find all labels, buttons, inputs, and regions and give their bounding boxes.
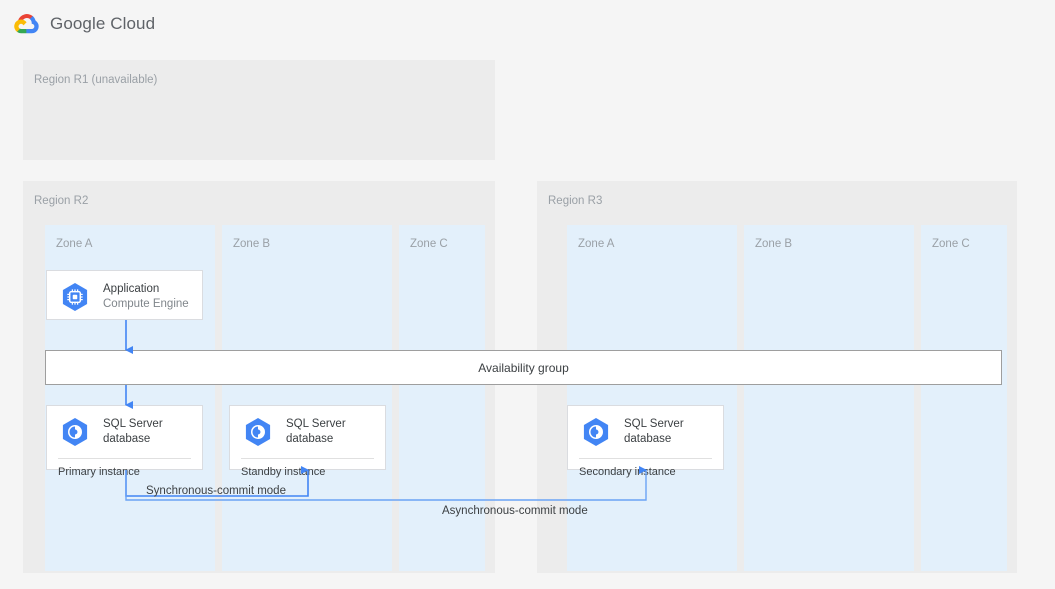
zone-column-r3-zone-a: Zone A: [567, 225, 737, 571]
card-standby-instance-text: SQL Server database: [286, 417, 346, 446]
card-standby-instance-divider: [241, 458, 374, 459]
card-secondary-instance-footer: Secondary instance: [579, 466, 676, 478]
card-application[interactable]: Application Compute Engine: [46, 270, 203, 320]
compute-engine-icon: [58, 280, 92, 314]
google-cloud-logo-icon: [14, 11, 40, 37]
card-primary-instance-footer: Primary instance: [58, 466, 140, 478]
zone-label-r3-zone-a: Zone A: [578, 238, 615, 250]
card-primary-instance[interactable]: SQL Server database Primary instance: [46, 405, 203, 478]
card-standby-instance-footer: Standby instance: [241, 466, 326, 478]
zone-column-r3-zone-c: Zone C: [921, 225, 1007, 571]
card-secondary-instance-text: SQL Server database: [624, 417, 684, 446]
zone-column-r2-zone-b: Zone B: [222, 225, 392, 571]
card-primary-instance-divider: [58, 458, 191, 459]
card-application-subtitle: Compute Engine: [103, 298, 189, 310]
zone-column-r2-zone-c: Zone C: [399, 225, 485, 571]
card-primary-instance-title: SQL Server database: [103, 418, 163, 445]
region-label-r1: Region R1 (unavailable): [34, 74, 158, 86]
region-panel-r1: Region R1 (unavailable): [23, 60, 495, 160]
connector-label-asynchronous: Asynchronous-commit mode: [442, 505, 588, 517]
availability-group-label: Availability group: [478, 360, 569, 375]
card-secondary-instance-title: SQL Server database: [624, 418, 684, 445]
zone-label-r2-zone-a: Zone A: [56, 238, 93, 250]
sql-server-database-icon: [241, 415, 275, 449]
zone-column-r3-zone-b: Zone B: [744, 225, 914, 571]
zone-label-r3-zone-c: Zone C: [932, 238, 970, 250]
card-application-text: Application Compute Engine: [103, 282, 189, 311]
availability-group-bar[interactable]: Availability group: [45, 350, 1002, 385]
card-primary-instance-text: SQL Server database: [103, 417, 163, 446]
zone-label-r3-zone-b: Zone B: [755, 238, 793, 250]
card-secondary-instance-divider: [579, 458, 712, 459]
card-secondary-instance-content: SQL Server database: [568, 406, 723, 458]
zone-label-r2-zone-c: Zone C: [410, 238, 448, 250]
region-label-r3: Region R3: [548, 195, 603, 207]
zone-label-r2-zone-b: Zone B: [233, 238, 271, 250]
connector-label-synchronous: Synchronous-commit mode: [146, 485, 286, 497]
region-label-r2: Region R2: [34, 195, 89, 207]
brand-header: Google Cloud: [14, 11, 155, 37]
card-standby-instance-content: SQL Server database: [230, 406, 385, 458]
card-application-title: Application: [103, 283, 160, 296]
card-standby-instance-title: SQL Server database: [286, 418, 346, 445]
card-secondary-instance[interactable]: SQL Server database Secondary instance: [567, 405, 724, 478]
sql-server-database-icon: [58, 415, 92, 449]
brand-title: Google Cloud: [50, 14, 156, 33]
card-standby-instance[interactable]: SQL Server database Standby instance: [229, 405, 386, 478]
card-application-content: Application Compute Engine: [47, 271, 202, 323]
card-primary-instance-content: SQL Server database: [47, 406, 202, 458]
sql-server-database-icon: [579, 415, 613, 449]
